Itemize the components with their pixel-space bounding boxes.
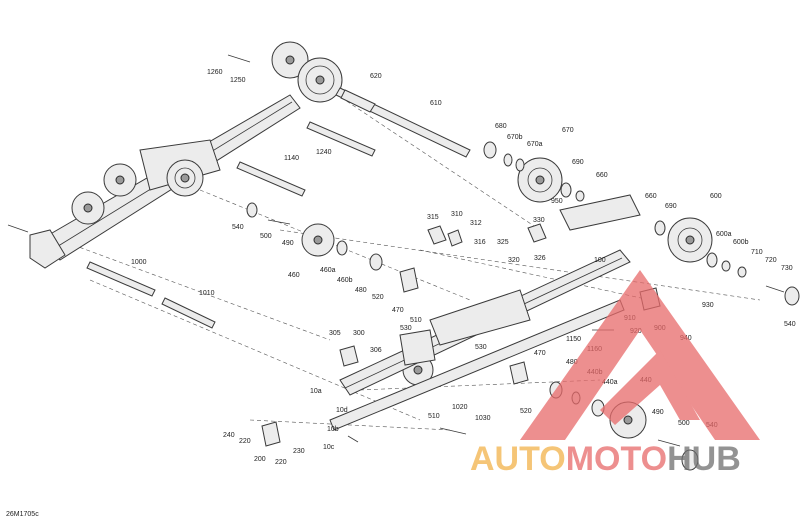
label-300: 300	[353, 330, 365, 337]
watermark-chevron-icon	[600, 350, 700, 425]
label-320: 320	[508, 257, 520, 264]
label-470a: 470	[392, 307, 404, 314]
label-480b: 480	[566, 359, 578, 366]
label-440a: 440a	[602, 379, 618, 386]
label-480a: 480	[355, 287, 367, 294]
label-660a: 660	[596, 172, 608, 179]
label-305: 305	[329, 330, 341, 337]
label-670a: 670a	[527, 141, 543, 148]
label-520b: 520	[520, 408, 532, 415]
label-540b: 540	[784, 321, 796, 328]
watermark-triangle-icon	[520, 270, 760, 440]
label-1010: 1010	[199, 290, 215, 297]
label-460a: 460a	[320, 267, 336, 274]
label-540a: 540	[232, 224, 244, 231]
label-240: 240	[223, 432, 235, 439]
watermark-word-auto: AUTO	[470, 440, 566, 478]
label-1020: 1020	[452, 404, 468, 411]
label-10c: 10c	[323, 444, 335, 451]
label-315: 315	[427, 214, 439, 221]
label-720: 720	[765, 257, 777, 264]
label-220b: 220	[275, 459, 287, 466]
label-1150: 1150	[566, 336, 581, 343]
label-460b: 460b	[337, 277, 353, 284]
shafts	[86, 87, 471, 329]
label-1240: 1240	[316, 149, 332, 156]
label-490b: 490	[652, 409, 664, 416]
label-610: 610	[430, 100, 442, 107]
label-620: 620	[370, 73, 382, 80]
label-690a: 690	[572, 159, 584, 166]
label-670b: 670b	[507, 134, 523, 141]
label-670: 670	[562, 127, 574, 134]
svg-text:AUTOMOTOHUB: AUTOMOTOHUB	[470, 440, 741, 478]
label-200: 200	[254, 456, 266, 463]
label-460: 460	[288, 272, 300, 279]
brackets	[261, 223, 661, 447]
automotohub-watermark-logo: AUTOMOTOHUB	[470, 270, 760, 478]
diagram-reference-code: 26M1705c	[6, 511, 39, 518]
label-520a: 520	[372, 294, 384, 301]
label-1000: 1000	[131, 259, 147, 266]
label-1030: 1030	[475, 415, 491, 422]
label-730: 730	[781, 265, 793, 272]
label-230: 230	[293, 448, 305, 455]
label-510b: 510	[428, 413, 440, 420]
label-600a: 600a	[716, 231, 732, 238]
label-490a: 490	[282, 240, 294, 247]
label-1260: 1260	[207, 69, 223, 76]
label-680: 680	[495, 123, 507, 130]
label-312: 312	[470, 220, 482, 227]
guide-lines	[59, 69, 761, 431]
label-660b: 660	[645, 193, 657, 200]
label-690b: 690	[665, 203, 677, 210]
label-1250: 1250	[230, 77, 246, 84]
label-600: 600	[710, 193, 722, 200]
label-330: 330	[533, 217, 545, 224]
label-1140: 1140	[284, 155, 299, 162]
label-500b: 500	[678, 420, 690, 427]
label-930a: 930	[702, 302, 714, 309]
lower-rail-assembly	[329, 194, 641, 431]
label-306: 306	[370, 347, 382, 354]
label-470b: 470	[534, 350, 546, 357]
label-220a: 220	[239, 438, 251, 445]
label-510a: 510	[410, 317, 422, 324]
label-310: 310	[451, 211, 463, 218]
label-10d: 10d	[336, 407, 348, 414]
label-530b: 530	[475, 344, 487, 351]
watermark-word-hub: HUB	[667, 440, 741, 478]
label-600b: 600b	[733, 239, 749, 246]
label-100: 100	[594, 257, 606, 264]
label-530a: 530	[400, 325, 412, 332]
label-325: 325	[497, 239, 509, 246]
watermark-word-moto: MOTO	[566, 440, 667, 478]
label-10a: 10a	[310, 388, 322, 395]
upper-rail-assembly	[29, 41, 343, 269]
label-10b: 10b	[327, 426, 339, 433]
label-500a: 500	[260, 233, 272, 240]
label-710: 710	[751, 249, 763, 256]
label-316: 316	[474, 239, 486, 246]
label-326: 326	[534, 255, 546, 262]
label-950: 950	[551, 198, 563, 205]
